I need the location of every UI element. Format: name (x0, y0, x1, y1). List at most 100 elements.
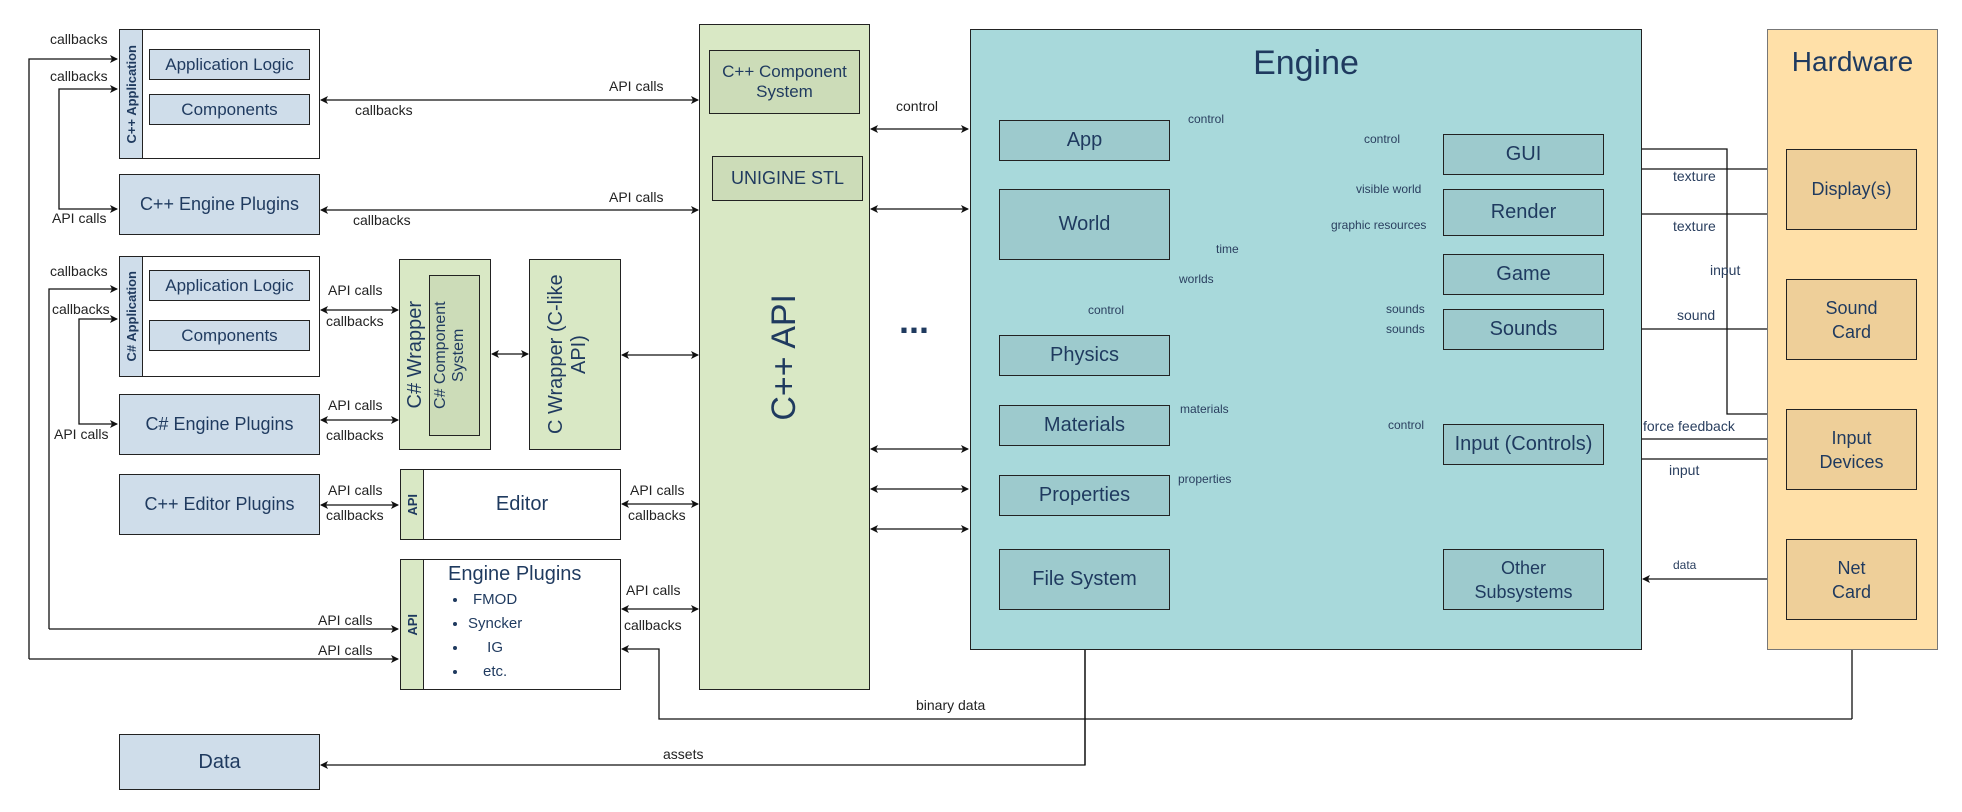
cpp-application-label: C++ Application (123, 44, 139, 144)
edge-label: API calls (328, 282, 383, 298)
plugin-item: IG (468, 636, 522, 660)
cs-wrapper-label: C# Wrapper (404, 300, 426, 409)
wire-callbacks-cpp-app-outer (28, 55, 118, 659)
edge-label: data (1673, 558, 1697, 572)
cpp-application-logic[interactable]: Application Logic (149, 49, 310, 80)
edge-label: control (1088, 303, 1125, 317)
edge-label: API calls (630, 482, 685, 498)
edge-label: API calls (609, 189, 664, 205)
edge-label: texture (1673, 218, 1716, 234)
engine-title: Engine (1253, 44, 1359, 82)
engine-sounds[interactable]: Sounds (1443, 309, 1604, 350)
edge-label: callbacks (353, 212, 411, 228)
edge-label: API calls (52, 210, 107, 226)
engine-plugins-list: FMOD Syncker IG etc. (448, 588, 522, 684)
engine-plugins-box[interactable]: Engine Plugins FMOD Syncker IG etc. (400, 559, 621, 690)
c-wrapper[interactable]: C Wrapper (C-like API) (529, 259, 621, 450)
edge-label: sounds (1386, 302, 1425, 316)
engine-game[interactable]: Game (1443, 254, 1604, 295)
engine-file-system[interactable]: File System (999, 549, 1170, 610)
edge-label: API calls (626, 582, 681, 598)
edge-label: graphic resources (1331, 218, 1427, 232)
edge-label: callbacks (50, 68, 108, 84)
hardware-sound-card[interactable]: Sound Card (1786, 279, 1917, 360)
engine-plugins-title: Engine Plugins (448, 563, 582, 585)
edge-label: API calls (328, 482, 383, 498)
edge-label: texture (1673, 168, 1716, 184)
editor-title: Editor (495, 493, 549, 515)
engine-physics[interactable]: Physics (999, 335, 1170, 376)
cs-components[interactable]: Components (149, 320, 310, 351)
edge-label: callbacks (355, 102, 413, 118)
engine-plugins-api-label: API (404, 613, 420, 636)
editor-api-label: API (404, 493, 420, 516)
cs-engine-plugins[interactable]: C# Engine Plugins (119, 394, 320, 455)
edge-label: materials (1180, 402, 1229, 416)
edge-label: API calls (609, 78, 664, 94)
cs-application-label: C# Application (123, 271, 139, 362)
wire-callbacks-cs-plugins (78, 315, 118, 428)
edge-label: callbacks (52, 301, 110, 317)
hardware-input-devices[interactable]: Input Devices (1786, 409, 1917, 490)
edge-label: API calls (54, 426, 109, 442)
cs-component-system[interactable]: C# Component System (429, 275, 480, 436)
engine-properties[interactable]: Properties (999, 475, 1170, 516)
edge-label: properties (1178, 472, 1232, 486)
edge-label: callbacks (624, 617, 682, 633)
edge-label: sounds (1386, 322, 1425, 336)
edge-label: API calls (318, 612, 373, 628)
edge-label: callbacks (326, 507, 384, 523)
hardware-title: Hardware (1791, 46, 1914, 77)
edge-label: input (1710, 262, 1741, 278)
edge-label: API calls (318, 642, 373, 658)
unigine-stl[interactable]: UNIGINE STL (712, 156, 863, 201)
edge-label: visible world (1356, 182, 1422, 196)
edge-label: control (1388, 418, 1425, 432)
cs-application-logic[interactable]: Application Logic (149, 270, 310, 301)
cpp-engine-plugins[interactable]: C++ Engine Plugins (119, 174, 320, 235)
cpp-api-title: C++ API (765, 293, 803, 421)
engine-materials[interactable]: Materials (999, 405, 1170, 446)
edge-label: control (1188, 112, 1225, 126)
engine-input-controls[interactable]: Input (Controls) (1443, 424, 1604, 465)
engine-plugins-api-strip: API (400, 559, 424, 690)
edge-label: control (896, 98, 939, 114)
cpp-editor-plugins[interactable]: C++ Editor Plugins (119, 474, 320, 535)
more-connections-ellipsis: ... (899, 300, 930, 341)
edge-label: sound (1677, 307, 1716, 323)
cpp-api-column[interactable]: C++ API (699, 24, 870, 690)
wire-callbacks-cpp-plugins (58, 85, 118, 213)
c-wrapper-label: C Wrapper (C-like API) (545, 274, 590, 435)
edge-label: control (1364, 132, 1401, 146)
engine-gui[interactable]: GUI (1443, 134, 1604, 175)
hardware-display[interactable]: Display(s) (1786, 149, 1917, 230)
edge-label: binary data (916, 697, 986, 713)
editor-api-strip: API (400, 469, 424, 540)
edge-label: callbacks (326, 313, 384, 329)
edge-label: force feedback (1643, 418, 1735, 434)
cpp-component-system[interactable]: C++ Component System (709, 50, 860, 114)
edge-label: time (1216, 242, 1239, 256)
edge-label: callbacks (628, 507, 686, 523)
engine-render[interactable]: Render (1443, 189, 1604, 236)
cs-application-sidebar: C# Application (119, 256, 143, 377)
edge-label: assets (663, 746, 704, 762)
cs-component-system-label: C# Component System (431, 301, 467, 410)
cpp-components[interactable]: Components (149, 94, 310, 125)
data-box[interactable]: Data (119, 734, 320, 790)
plugin-item: Syncker (468, 612, 522, 636)
engine-world[interactable]: World (999, 189, 1170, 260)
engine-other-subsystems[interactable]: Other Subsystems (1443, 549, 1604, 610)
edge-label: callbacks (50, 263, 108, 279)
plugin-item: FMOD (468, 588, 522, 612)
editor-box[interactable]: Editor (400, 469, 621, 540)
edge-label: callbacks (326, 427, 384, 443)
hardware-net-card[interactable]: Net Card (1786, 539, 1917, 620)
cpp-application-sidebar: C++ Application (119, 29, 143, 159)
edge-label: callbacks (50, 31, 108, 47)
wire-callbacks-cs-app-outer (48, 285, 118, 629)
engine-app[interactable]: App (999, 120, 1170, 161)
edge-label: worlds (1179, 272, 1214, 286)
edge-label: API calls (328, 397, 383, 413)
edge-label: input (1669, 462, 1700, 478)
